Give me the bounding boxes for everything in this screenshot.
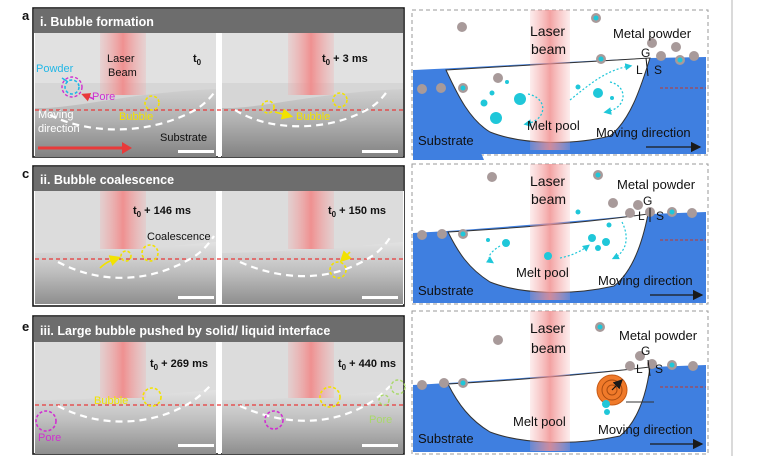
laser-label-1: Laser — [107, 53, 135, 65]
moving-label-2: direction — [38, 123, 80, 135]
laser-beam — [100, 33, 146, 95]
schematic-laser-1: Laser — [530, 320, 565, 336]
substrate-label: Substrate — [160, 132, 207, 144]
schematic-d: d Laser beam Metal powder G L S Melt poo… — [411, 163, 709, 305]
row-2: c ii. Bubble coalescence t0 + 146 ms t0 … — [22, 165, 405, 307]
bubble-circle — [332, 92, 348, 108]
bubble-label-right: Bubble — [296, 111, 330, 123]
label-liquid: L — [638, 209, 645, 223]
label-solid: S — [655, 362, 663, 376]
label-solid: S — [656, 209, 664, 223]
panel-c-title: ii. Bubble coalescence — [40, 173, 174, 187]
moving-label-1: Moving — [38, 109, 73, 121]
bubble-circle — [142, 387, 162, 407]
bubble-circle — [261, 100, 275, 114]
melt-pool-label: Melt pool — [513, 414, 566, 429]
moving-direction-label: Moving direction — [596, 125, 691, 140]
pore-label: Pore — [92, 91, 115, 103]
bubble-circle — [144, 95, 160, 111]
moving-direction-label: Moving direction — [598, 273, 693, 288]
label-gas: G — [643, 194, 652, 208]
pore-circle — [264, 410, 284, 430]
time-c-right: t0 + 150 ms — [328, 205, 386, 219]
row-1: a i. Bubble formation Laser Beam t0 Powd… — [22, 7, 405, 158]
schematic-laser-2: beam — [531, 41, 566, 57]
pore-label-left: Pore — [38, 432, 61, 444]
melt-pool-label: Melt pool — [516, 265, 569, 280]
schematic-metal-powder: Metal powder — [613, 26, 692, 41]
powder-circle — [64, 79, 80, 95]
coalescence-label: Coalescence — [147, 231, 211, 243]
panel-letter-a: a — [22, 8, 30, 23]
bubble-label: Bubble — [119, 111, 153, 123]
melt-pool-label: Melt pool — [527, 118, 580, 133]
panel-letter-c: c — [22, 166, 29, 181]
label-solid: S — [654, 63, 662, 77]
label-gas: G — [641, 46, 650, 60]
substrate-label: Substrate — [418, 133, 474, 148]
row-3: e iii. Large bubble pushed by solid/ liq… — [22, 315, 406, 455]
moving-direction-label: Moving direction — [598, 422, 693, 437]
time-e-right: t0 + 440 ms — [338, 358, 396, 372]
substrate-label: Substrate — [418, 283, 474, 298]
label-gas: G — [641, 344, 650, 358]
panel-letter-e: e — [22, 319, 29, 334]
label-liquid: L — [636, 362, 643, 376]
bubble-circle — [329, 261, 347, 279]
pore-circle-right — [390, 379, 406, 395]
label-liquid: L — [636, 63, 643, 77]
scale-bar — [362, 150, 398, 153]
schematic-metal-powder: Metal powder — [619, 328, 698, 343]
pore-circle — [35, 410, 57, 432]
bubble-label: Bubble — [94, 395, 128, 407]
schematic-f: f Laser beam Metal powder G L S Melt poo… — [411, 310, 709, 455]
bubble-circle — [141, 244, 159, 262]
scale-bar — [178, 150, 214, 153]
pore-circle — [61, 76, 83, 98]
powder-label: Powder — [36, 63, 74, 75]
schematic-laser-2: beam — [531, 191, 566, 207]
laser-label-2: Beam — [108, 67, 137, 79]
substrate-label: Substrate — [418, 431, 474, 446]
bubble-circle — [319, 386, 341, 408]
time-a-right: t0 + 3 ms — [322, 53, 368, 67]
pore-label-right: Pore — [369, 414, 392, 426]
panel-a-header — [34, 9, 403, 33]
schematic-b: b Laser beam Metal powder G L S — [411, 8, 709, 160]
time-e-left: t0 + 269 ms — [150, 358, 208, 372]
schematic-laser-1: Laser — [530, 173, 565, 189]
panel-a-title: i. Bubble formation — [40, 15, 154, 29]
schematic-laser-2: beam — [531, 340, 566, 356]
panel-e-title: iii. Large bubble pushed by solid/ liqui… — [40, 324, 330, 338]
time-a-left: t0 — [193, 53, 202, 67]
schematic-metal-powder: Metal powder — [617, 177, 696, 192]
schematic-laser-1: Laser — [530, 23, 565, 39]
laser-beam — [288, 33, 334, 95]
time-c-left: t0 + 146 ms — [133, 205, 191, 219]
